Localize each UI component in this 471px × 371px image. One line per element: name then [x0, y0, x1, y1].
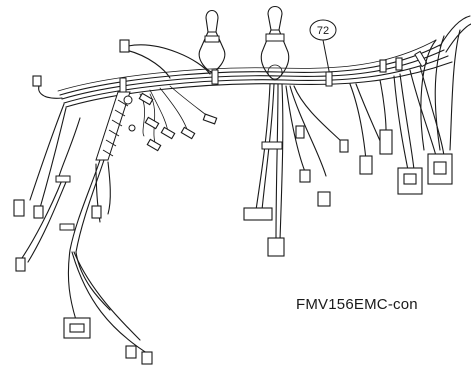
hanger-loop-left: [198, 9, 226, 73]
hanger-loop-right: [260, 5, 290, 81]
callout-number: 72: [317, 25, 329, 37]
branch-top-right: [439, 15, 471, 53]
branch-middle-terminals: [138, 85, 218, 152]
branch-left-connectors: [13, 75, 81, 272]
branch-top-left: [119, 39, 211, 79]
callout-marker: 72: [309, 19, 337, 77]
branch-right-connectors: [349, 29, 461, 195]
branch-center-down: [243, 83, 349, 257]
branch-lower-left: [59, 159, 153, 365]
diagram-caption: FMV156EMC-con: [296, 296, 418, 313]
wrapped-section: [95, 91, 136, 161]
